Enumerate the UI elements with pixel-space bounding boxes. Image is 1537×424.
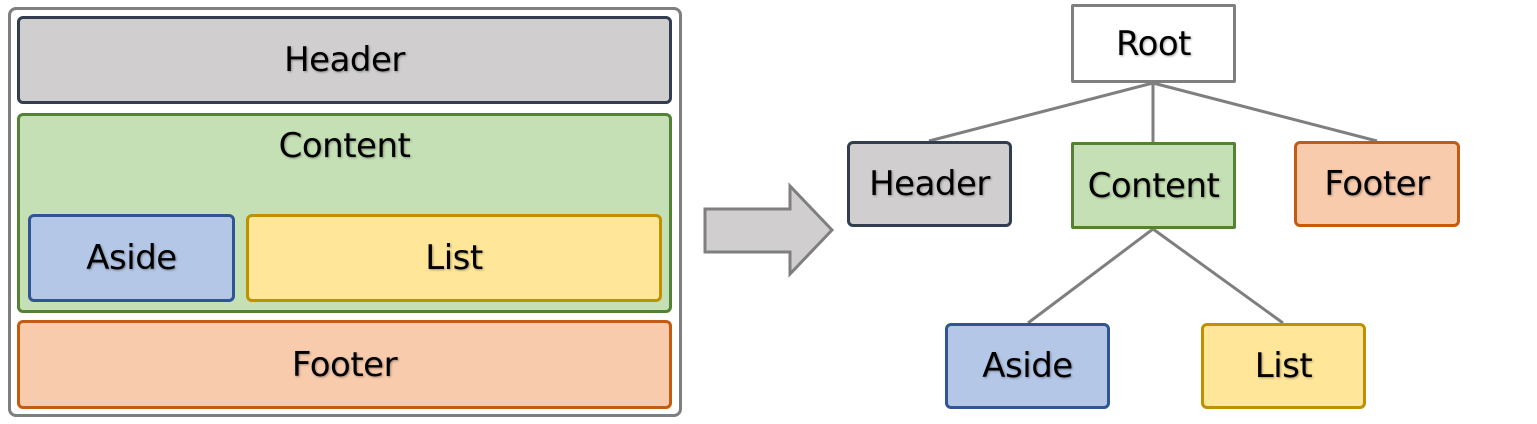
- edge-root-footer: [1152, 81, 1378, 143]
- layout-aside-label: Aside: [86, 238, 177, 278]
- tree-footer-label: Footer: [1324, 164, 1430, 204]
- layout-content-label: Content: [278, 126, 411, 166]
- tree-content: Content: [1071, 142, 1236, 229]
- layout-header: Header: [17, 16, 672, 104]
- tree-header-label: Header: [869, 164, 990, 204]
- tree-aside: Aside: [945, 323, 1110, 409]
- layout-list: List: [246, 214, 662, 302]
- layout-header-label: Header: [284, 40, 405, 80]
- layout-frame: [8, 7, 682, 417]
- tree-list: List: [1201, 323, 1366, 409]
- tree-aside-label: Aside: [982, 346, 1073, 386]
- tree-root: Root: [1071, 4, 1236, 83]
- layout-list-label: List: [425, 238, 483, 278]
- layout-footer: Footer: [17, 320, 672, 409]
- edge-content-list: [1152, 227, 1284, 325]
- tree-content-label: Content: [1087, 165, 1220, 206]
- tree-footer: Footer: [1294, 141, 1460, 227]
- edge-root-header: [928, 81, 1154, 143]
- transform-arrow: [703, 182, 835, 278]
- layout-aside: Aside: [28, 214, 235, 302]
- tree-list-label: List: [1254, 346, 1313, 386]
- tree-root-label: Root: [1115, 23, 1192, 64]
- tree-header: Header: [847, 141, 1012, 227]
- layout-footer-label: Footer: [291, 344, 398, 385]
- edge-content-aside: [1027, 227, 1154, 325]
